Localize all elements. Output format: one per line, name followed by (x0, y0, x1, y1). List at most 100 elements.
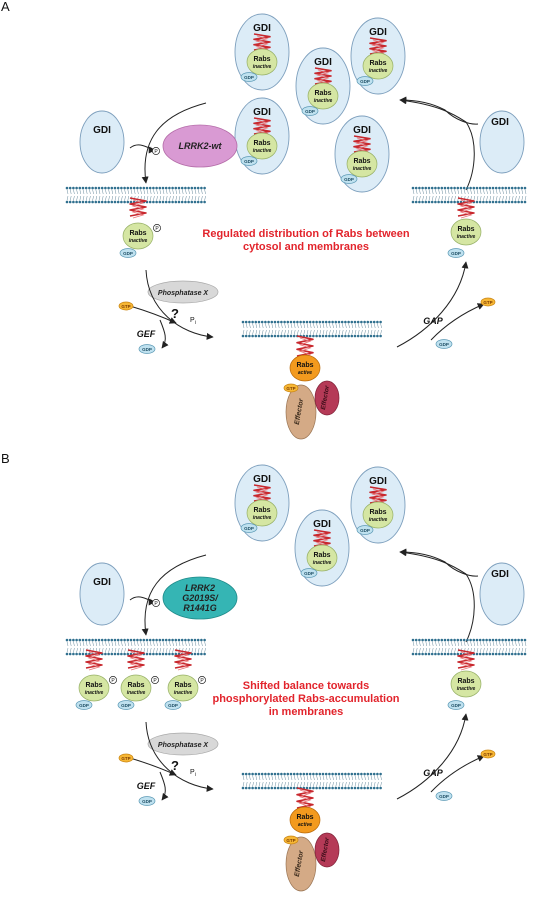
lipid-head (376, 772, 379, 776)
lipid-head (491, 652, 495, 656)
lipid-head (254, 334, 258, 338)
lipid-head (379, 786, 382, 790)
lipid-head (356, 320, 360, 324)
lipid-head (363, 772, 366, 776)
lipid-head (414, 652, 418, 656)
phospho-label: P (111, 678, 115, 684)
lipid-head (372, 786, 376, 790)
lipid-head (424, 200, 428, 204)
lipid-head (523, 652, 527, 656)
lipid-head (289, 334, 293, 338)
gdp-marker: GDP (138, 796, 156, 806)
lipid-head (152, 638, 155, 642)
lipid-head (366, 320, 370, 324)
gdp-marker: GDP (340, 174, 358, 184)
lipid-head (475, 200, 479, 204)
lipid-head (145, 186, 149, 190)
lipid-head (174, 200, 178, 204)
gtp-marker: GTP (480, 749, 496, 759)
membrane-icon (411, 186, 527, 204)
plus-sign: + (150, 146, 153, 152)
lipid-head (369, 772, 373, 776)
phospho-circle (153, 224, 161, 232)
lipid-head (369, 320, 373, 324)
lipid-head (414, 186, 418, 190)
gdp-label: GDP (439, 342, 449, 347)
helix-icon (314, 67, 332, 85)
lipid-head (485, 652, 488, 656)
lipid-head (260, 772, 264, 776)
lipid-head (491, 200, 495, 204)
gap-label: GAP (423, 768, 444, 778)
lipid-head (158, 200, 162, 204)
rab-ball (120, 674, 152, 702)
gdp-bead (240, 72, 258, 82)
lipid-head (84, 652, 88, 656)
lipid-head (110, 186, 114, 190)
rabs-label: Rabs (314, 90, 331, 97)
lipid-head (155, 186, 158, 190)
lipid-head (200, 652, 203, 656)
lipid-head (305, 320, 309, 324)
lipid-head (155, 638, 158, 642)
lipid-head (504, 186, 508, 190)
phospho-circle (152, 147, 160, 155)
lipid-head (514, 638, 517, 642)
lipid-head (430, 638, 434, 642)
lrrk2-label: R1441G (183, 603, 217, 613)
lipid-head (446, 186, 450, 190)
rab-ball (289, 806, 321, 834)
lipid-head (126, 186, 130, 190)
lipid-head (84, 186, 88, 190)
lipid-head (177, 638, 181, 642)
rab-ball (450, 218, 482, 246)
gtp-out-arrow (430, 303, 485, 341)
lipid-head (193, 200, 197, 204)
lipid-head (478, 652, 482, 656)
lipid-head (523, 200, 527, 204)
phospho-marker: P (198, 676, 206, 684)
lipid-head (158, 186, 162, 190)
lipid-head (276, 334, 280, 338)
lipid-head (440, 638, 444, 642)
gdp-marker: GDP (75, 700, 93, 710)
gtp-label: GTP (121, 304, 130, 309)
lipid-head (418, 638, 421, 642)
phospho-label: P (200, 678, 204, 684)
gtp-marker: GTP (283, 383, 299, 393)
lipid-head (488, 638, 492, 642)
rabs-state: inactive (369, 517, 388, 523)
lipid-head (510, 186, 514, 190)
lipid-head (286, 334, 290, 338)
lipid-head (411, 186, 415, 190)
lipid-head (344, 320, 347, 324)
helix-icon (457, 649, 475, 669)
lipid-head (78, 638, 82, 642)
phospho-label: P (153, 678, 157, 684)
lipid-head (91, 200, 94, 204)
lipid-head (315, 786, 318, 790)
lipid-head (334, 786, 338, 790)
rabs-label: Rabs (313, 552, 330, 559)
lipid-head (302, 772, 306, 776)
lipid-head (360, 772, 363, 776)
phosphatase-label: Phosphatase X (158, 742, 210, 749)
lipid-head (475, 186, 479, 190)
lipid-head (139, 638, 142, 642)
lipid-tails (412, 189, 527, 201)
helix-icon (313, 529, 331, 547)
lipid-head (523, 638, 527, 642)
lipid-head (100, 186, 104, 190)
lipid-head (305, 334, 309, 338)
membrane-icon (241, 772, 382, 790)
lipid-head (360, 334, 363, 338)
lipid-head (110, 200, 114, 204)
lipid-head (120, 186, 123, 190)
lipid-head (478, 186, 482, 190)
lipid-head (321, 320, 325, 324)
lipid-head (200, 638, 203, 642)
lipid-head (334, 772, 338, 776)
lipid-head (72, 186, 75, 190)
